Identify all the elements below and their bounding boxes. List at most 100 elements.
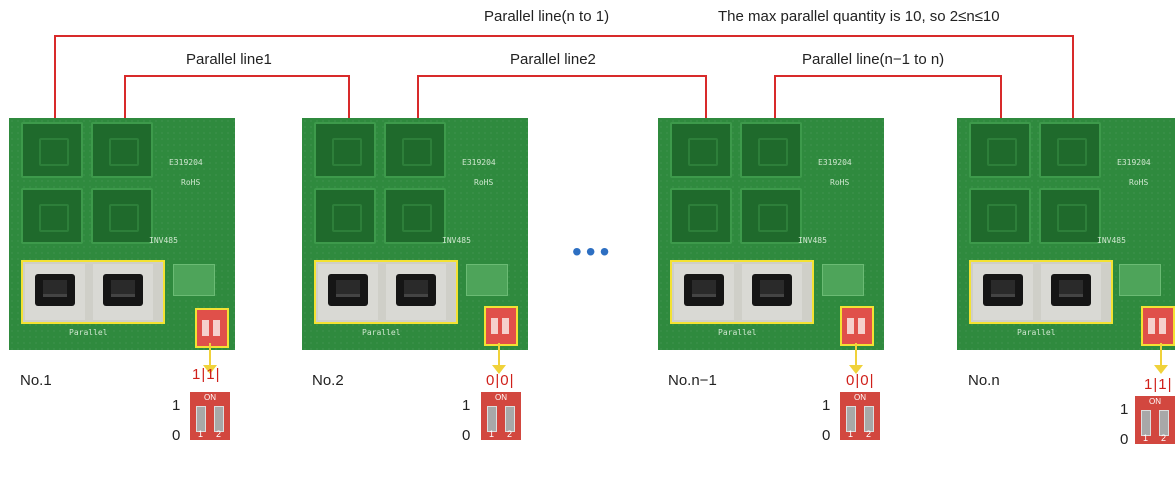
dip-lever [1141, 410, 1151, 436]
dip-state-n-minus-1: 0|0| [846, 372, 875, 389]
arrow-down-icon [492, 365, 506, 374]
arrow-line [209, 343, 211, 365]
dip-switch-detail-n-minus-1: ON 1 2 [840, 392, 880, 440]
dip-pos-2: 2 [866, 429, 872, 439]
parallel-port-a [25, 264, 85, 320]
model-text: INV485 [798, 236, 827, 245]
scale-top: 1 [1120, 401, 1129, 418]
dip-pos-1: 1 [848, 429, 854, 439]
parallel-port-b [742, 264, 802, 320]
scale-bottom: 0 [822, 427, 831, 444]
dip-state-1: 1|1| [192, 366, 221, 383]
parallel-ports-highlight [969, 260, 1113, 324]
rj45-jack [384, 188, 446, 244]
scale-top: 1 [822, 397, 831, 414]
dip-lever [864, 406, 874, 432]
parallel-port-a [318, 264, 378, 320]
rj45-jack [969, 122, 1031, 178]
rj45-jack [91, 122, 153, 178]
cert-text: E319204 [818, 158, 852, 167]
dip-pos-2: 2 [507, 429, 513, 439]
rj45-jack [740, 188, 802, 244]
dip-pos-1: 1 [489, 429, 495, 439]
dip-switch-4pos [1119, 264, 1161, 296]
arrow-down-icon [1154, 365, 1168, 374]
rj45-jack [21, 188, 83, 244]
rj45-jack [21, 122, 83, 178]
arrow-down-icon [203, 365, 217, 374]
parallel-port-b [386, 264, 446, 320]
parallel-port-b [93, 264, 153, 320]
parallel-dip-switch [195, 308, 229, 348]
rj45-jack [1039, 122, 1101, 178]
dip-on-label: ON [204, 393, 216, 402]
rohs-text: RoHS [181, 178, 201, 187]
parallel-ports-highlight [21, 260, 165, 324]
parallel-dip-switch [840, 306, 874, 346]
dip-switch-detail-2: ON 1 2 [481, 392, 521, 440]
arrow-line [855, 343, 857, 365]
dip-switch-4pos [466, 264, 508, 296]
model-text: INV485 [149, 236, 178, 245]
dip-switch-4pos [173, 264, 215, 296]
scale-top: 1 [462, 397, 471, 414]
label-parallel-line2: Parallel line2 [510, 51, 596, 68]
arrow-line [1160, 343, 1162, 365]
rj45-jack [670, 122, 732, 178]
dip-state-2: 0|0| [486, 372, 515, 389]
board-n: E319204 RoHS INV485 Parallel [957, 118, 1175, 350]
rj45-jack [91, 188, 153, 244]
parallel-silk: Parallel [718, 328, 757, 337]
cert-text: E319204 [462, 158, 496, 167]
label-parallel-line-n1-n: Parallel line(n−1 to n) [802, 51, 945, 68]
dip-on-label: ON [495, 393, 507, 402]
parallel-port-a [973, 264, 1033, 320]
scale-bottom: 0 [172, 427, 181, 444]
dip-lever [846, 406, 856, 432]
model-text: INV485 [1097, 236, 1126, 245]
dip-lever [196, 406, 206, 432]
rj45-jack [740, 122, 802, 178]
rohs-text: RoHS [830, 178, 850, 187]
rj45-jack [1039, 188, 1101, 244]
dip-pos-1: 1 [198, 429, 204, 439]
board-2: E319204 RoHS INV485 Parallel [302, 118, 528, 350]
parallel-port-b [1041, 264, 1101, 320]
scale-bottom: 0 [1120, 431, 1129, 448]
rj45-jack [314, 188, 376, 244]
model-text: INV485 [442, 236, 471, 245]
ellipsis-dots: ••• [572, 236, 614, 267]
rj45-jack [384, 122, 446, 178]
board-1: E319204 RoHS INV485 Parallel [9, 118, 235, 350]
dip-pos-1: 1 [1143, 433, 1149, 443]
parallel-silk: Parallel [1017, 328, 1056, 337]
parallel-dip-switch [484, 306, 518, 346]
dip-pos-2: 2 [1161, 433, 1167, 443]
arrow-down-icon [849, 365, 863, 374]
scale-bottom: 0 [462, 427, 471, 444]
unit-label-n-minus-1: No.n−1 [668, 372, 717, 389]
label-parallel-line1: Parallel line1 [186, 51, 272, 68]
rj45-jack [314, 122, 376, 178]
cert-text: E319204 [1117, 158, 1151, 167]
unit-label-2: No.2 [312, 372, 344, 389]
rj45-jack [969, 188, 1031, 244]
dip-on-label: ON [854, 393, 866, 402]
parallel-ports-highlight [314, 260, 458, 324]
parallel-silk: Parallel [69, 328, 108, 337]
dip-lever [214, 406, 224, 432]
board-n-minus-1: E319204 RoHS INV485 Parallel [658, 118, 884, 350]
dip-lever [505, 406, 515, 432]
rj45-jack [670, 188, 732, 244]
dip-lever [487, 406, 497, 432]
dip-switch-detail-1: ON 1 2 [190, 392, 230, 440]
label-parallel-n-to-1: Parallel line(n to 1) [484, 8, 610, 25]
arrow-line [498, 343, 500, 365]
rohs-text: RoHS [1129, 178, 1149, 187]
parallel-ports-highlight [670, 260, 814, 324]
parallel-port-a [674, 264, 734, 320]
parallel-silk: Parallel [362, 328, 401, 337]
dip-lever [1159, 410, 1169, 436]
unit-label-n: No.n [968, 372, 1000, 389]
rohs-text: RoHS [474, 178, 494, 187]
